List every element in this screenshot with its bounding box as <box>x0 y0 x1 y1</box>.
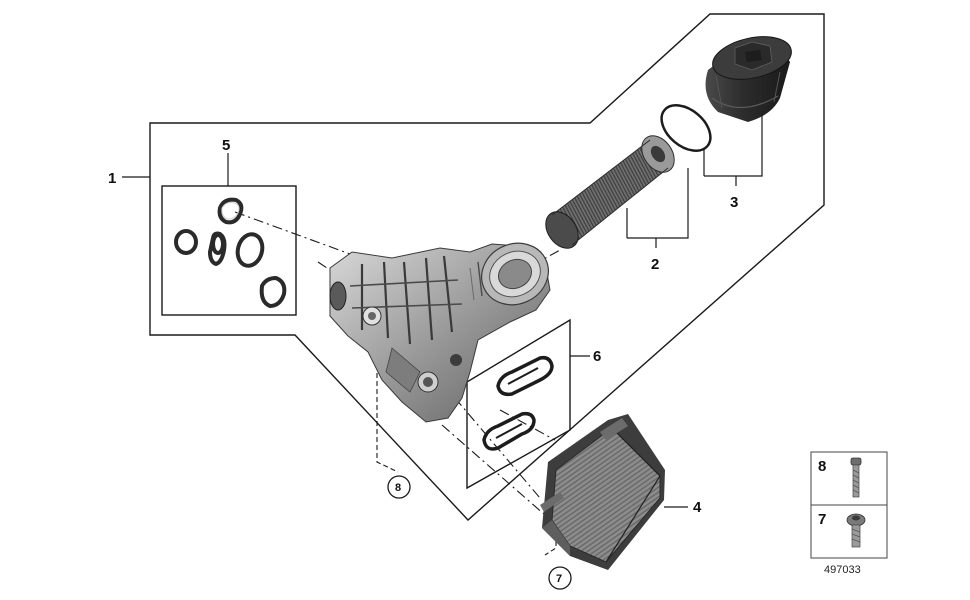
callout-2: 2 <box>651 256 659 273</box>
gasket-set <box>482 355 554 451</box>
assembly-line <box>317 261 331 271</box>
legend-number-7: 7 <box>818 511 826 528</box>
filter-element <box>545 135 675 249</box>
seal-kit-box <box>161 185 297 316</box>
reference-circle-8: 8 <box>387 475 411 499</box>
leader-3 <box>703 114 763 186</box>
oil-cooler <box>540 414 665 570</box>
callout-1: 1 <box>108 170 116 187</box>
cap-o-ring <box>660 104 712 152</box>
assembly-frame <box>149 13 825 521</box>
seal-set <box>174 197 287 309</box>
svg-text:8: 8 <box>395 482 401 494</box>
filter-cap <box>705 36 792 123</box>
leader-2 <box>626 168 689 248</box>
callout-6: 6 <box>593 348 601 365</box>
svg-text:7: 7 <box>556 573 562 585</box>
callout-4: 4 <box>693 499 702 516</box>
screw-icon <box>846 513 866 548</box>
callout-3: 3 <box>730 194 738 211</box>
reference-circle-7: 7 <box>548 566 572 590</box>
callout-5: 5 <box>222 137 230 154</box>
catalog-number: 497033 <box>824 564 861 576</box>
assembly-line <box>441 424 546 516</box>
oil-filter-housing <box>329 242 551 423</box>
gasket-kit-box <box>466 318 571 490</box>
bolt-icon <box>850 457 862 498</box>
legend-number-8: 8 <box>818 458 826 475</box>
fastener-legend: 8 7 <box>810 451 888 559</box>
